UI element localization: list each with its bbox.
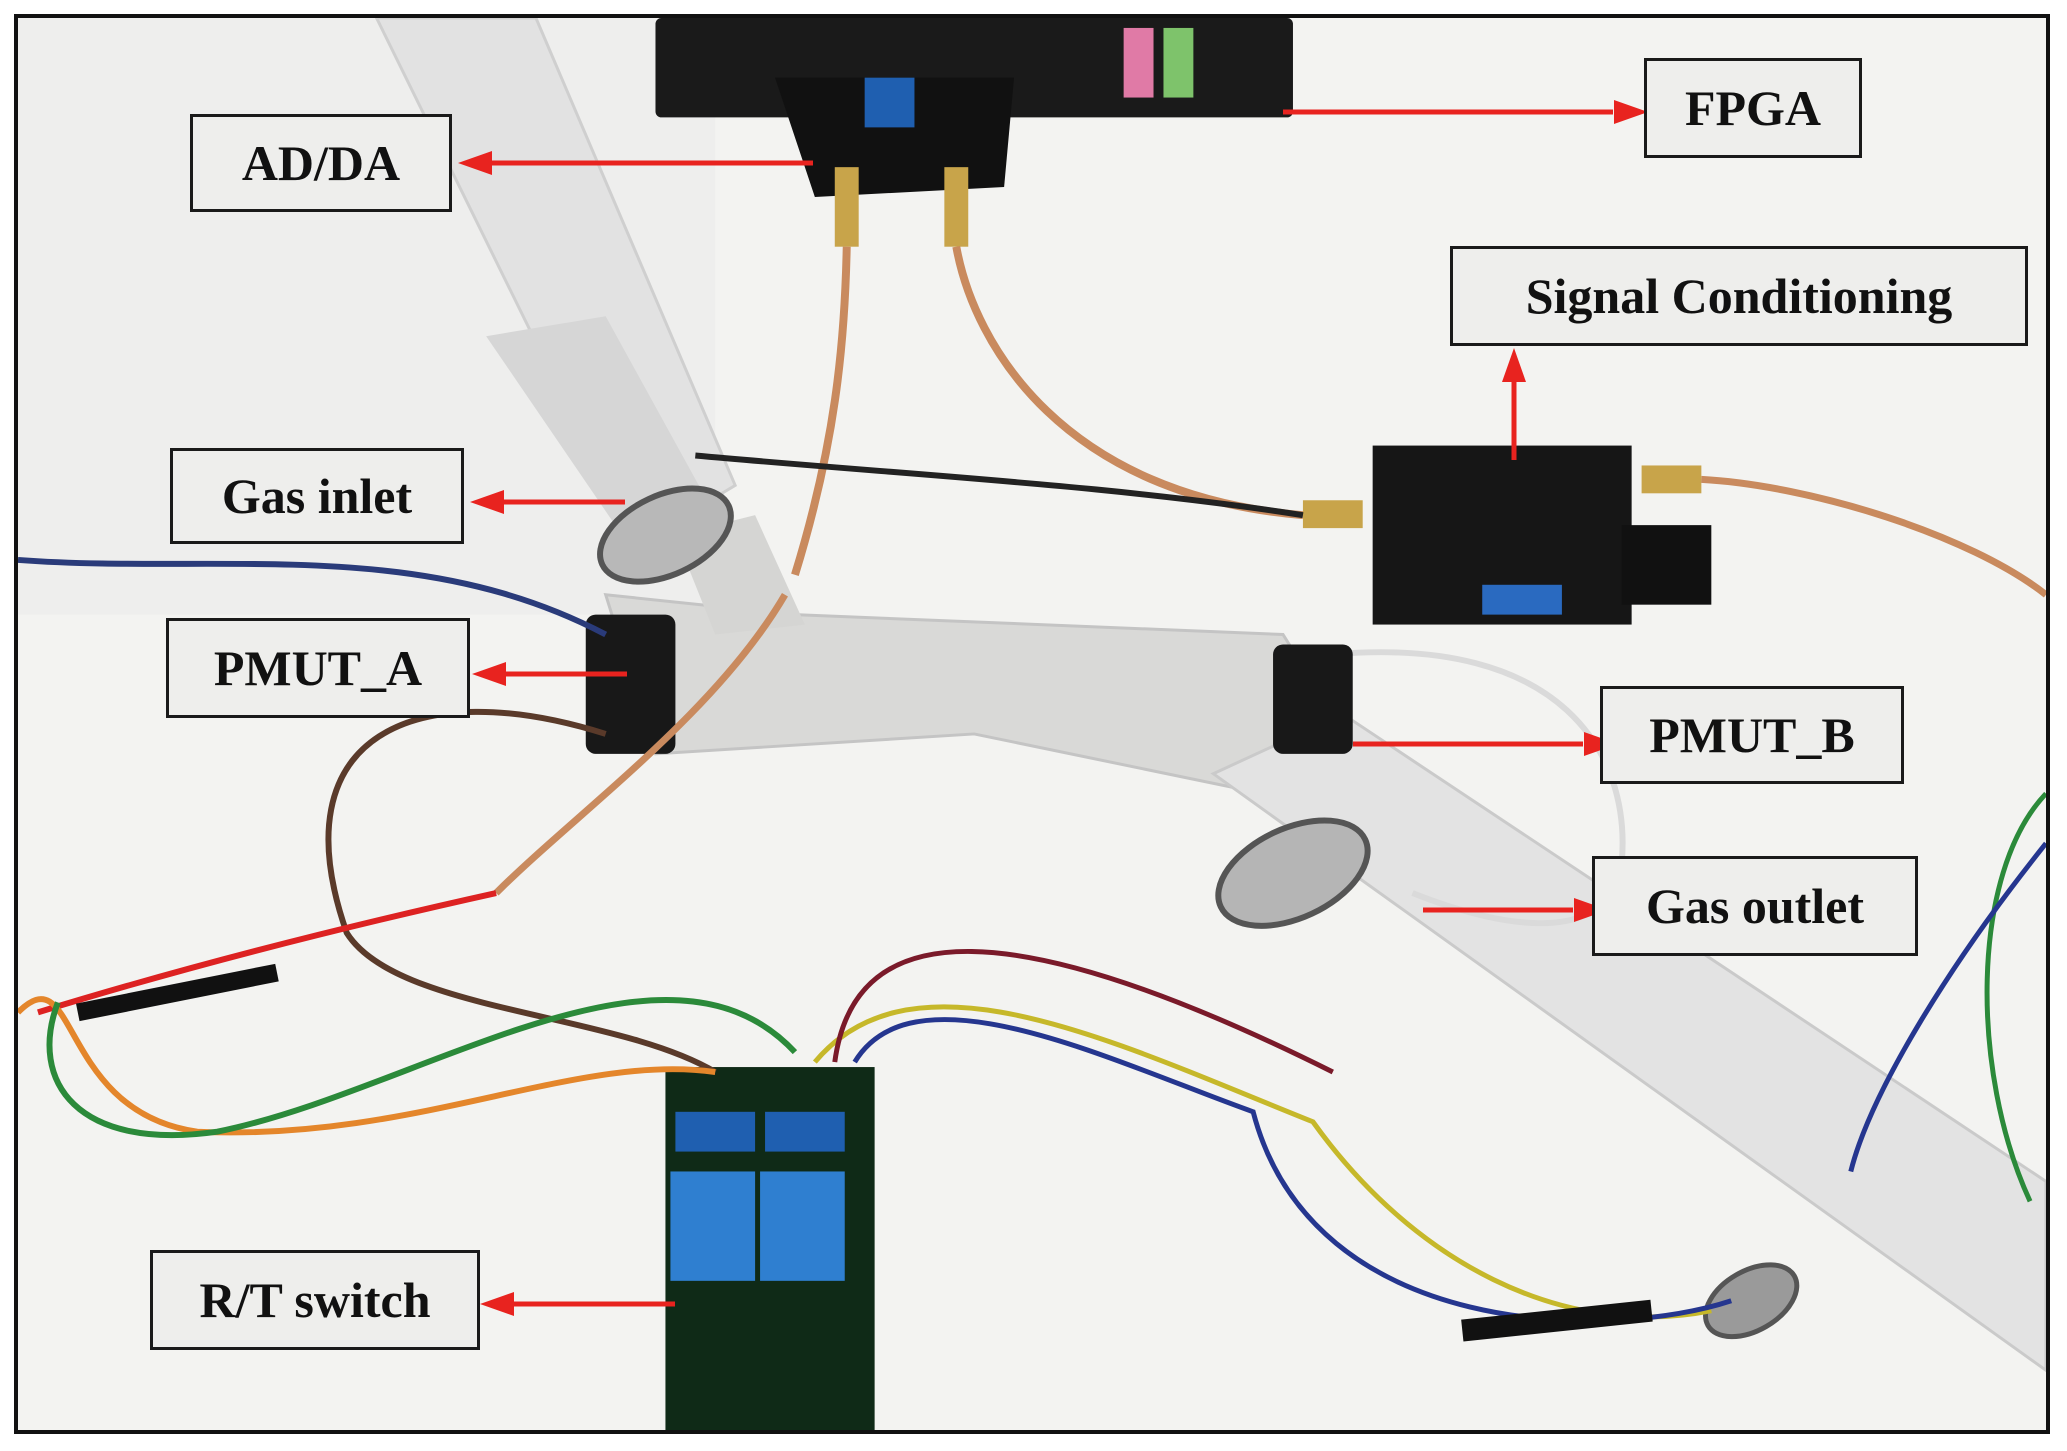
fpga-arrow bbox=[1283, 100, 1648, 124]
green-wire-right bbox=[1984, 791, 2046, 1203]
inlet-hose-clamp bbox=[597, 485, 734, 585]
signal-conditioning-sma-right bbox=[1641, 465, 1702, 494]
label-ad-da: AD/DA bbox=[190, 114, 452, 212]
coax-cable-left bbox=[791, 246, 851, 577]
right-hose-clamp bbox=[1703, 1262, 1800, 1340]
coax-cable-lower bbox=[493, 592, 788, 896]
sma-connector-left bbox=[834, 167, 859, 247]
blue-wire-right bbox=[1848, 841, 2046, 1173]
ad-da-arrow bbox=[458, 151, 813, 175]
green-wire bbox=[46, 997, 798, 1139]
relay-left bbox=[670, 1171, 756, 1281]
relay-terminal-left bbox=[675, 1111, 756, 1152]
blue-wire-top bbox=[18, 556, 608, 638]
pmut-a-arrow bbox=[472, 662, 627, 686]
rt-switch-arrow bbox=[480, 1292, 675, 1316]
red-wire bbox=[37, 890, 497, 1016]
label-fpga: FPGA bbox=[1644, 58, 1862, 158]
yellow-wire bbox=[812, 1004, 1712, 1320]
ad-da-potentiometer bbox=[864, 77, 915, 128]
outlet-hose-clamp bbox=[1215, 817, 1371, 929]
outlet-loop-tube bbox=[1332, 649, 1626, 927]
signal-conditioning-sma-left bbox=[1302, 500, 1363, 529]
pmut-b-sensor bbox=[1273, 644, 1353, 754]
coax-cable-out bbox=[1701, 475, 2046, 598]
label-gas-outlet: Gas outlet bbox=[1592, 856, 1918, 956]
black-connector-sleeve bbox=[1461, 1299, 1653, 1342]
fpga-audio-jack-green bbox=[1163, 27, 1194, 98]
relay-terminal-right bbox=[765, 1111, 845, 1152]
signal-conditioning-arrow bbox=[1502, 348, 1526, 460]
sma-connector-right bbox=[944, 167, 969, 247]
pmut-a-sensor bbox=[585, 614, 676, 754]
pmut-b-arrow bbox=[1353, 732, 1618, 756]
label-signal-conditioning: Signal Conditioning bbox=[1450, 246, 2028, 346]
gas-outlet-arrow bbox=[1423, 898, 1608, 922]
photo-frame: FPGA AD/DA Signal Conditioning Gas inlet… bbox=[14, 14, 2050, 1434]
label-pmut-b: PMUT_B bbox=[1600, 686, 1904, 784]
relay-right bbox=[760, 1171, 845, 1281]
signal-conditioning-terminal bbox=[1482, 584, 1562, 615]
black-connector-sleeve-2 bbox=[76, 963, 279, 1022]
gas-inlet-arrow bbox=[470, 490, 625, 514]
signal-conditioning-dongle bbox=[1621, 525, 1712, 605]
black-wire bbox=[695, 452, 1304, 519]
fpga-audio-jack-pink bbox=[1123, 27, 1154, 98]
dark-red-wire bbox=[832, 948, 1334, 1075]
label-gas-inlet: Gas inlet bbox=[170, 448, 464, 544]
label-rt-switch: R/T switch bbox=[150, 1250, 480, 1350]
label-pmut-a: PMUT_A bbox=[166, 618, 470, 718]
